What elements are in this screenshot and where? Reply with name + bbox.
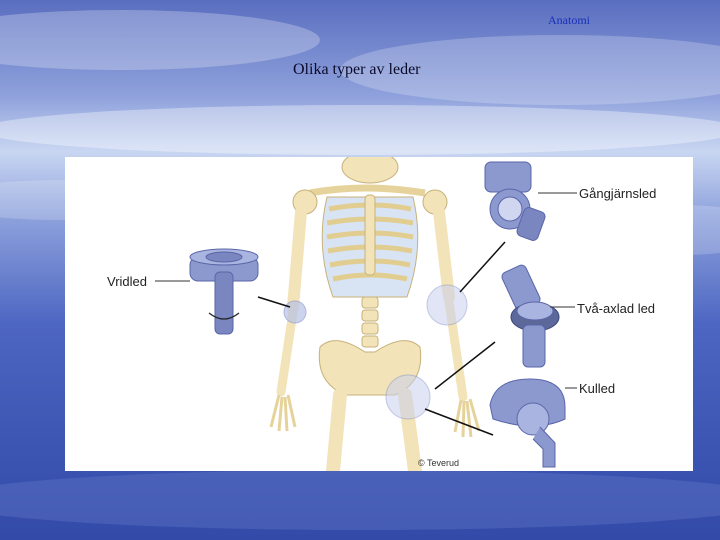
label-hinge-joint: Gångjärnsled [579,186,656,201]
header-label: Anatomi [548,13,590,28]
joint-types-figure: Vridled Gångjärnsled Två-axlad led [65,157,693,471]
pivot-joint-model [190,249,258,334]
label-ball-joint: Kulled [579,381,615,396]
hinge-joint-model [485,162,546,242]
label-pivot-joint: Vridled [107,274,147,289]
hinge-arrow [460,242,505,292]
pivot-arrow [258,297,290,307]
label-biaxial-joint: Två-axlad led [577,301,655,316]
slide-title: Olika typer av leder [293,61,421,79]
copyright-note: © Teverud [418,458,459,468]
ball-joint-model [490,379,565,467]
biaxial-joint-model [500,263,559,367]
